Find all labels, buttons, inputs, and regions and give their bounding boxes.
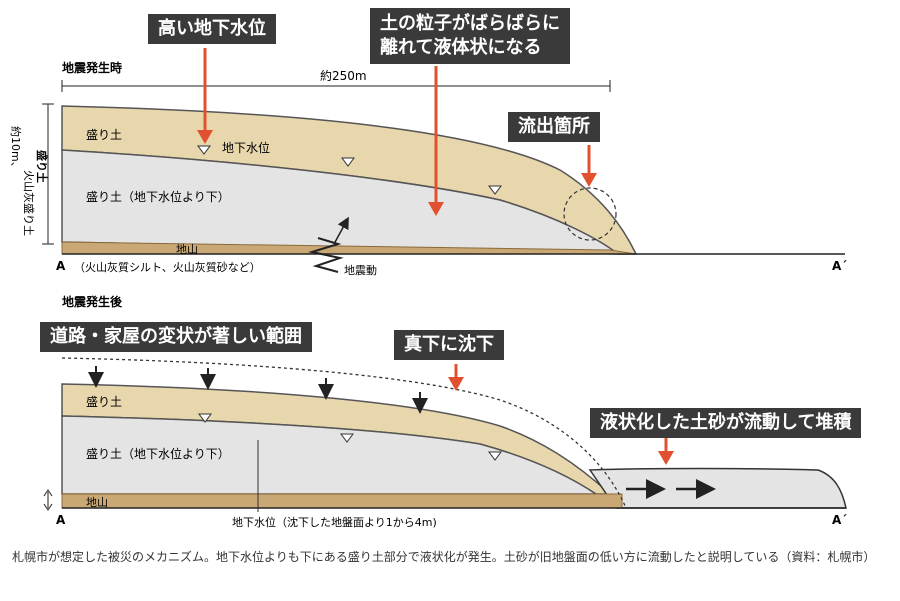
base-layer-note: （火山灰質シルト、火山灰質砂など）: [74, 260, 261, 274]
figure-caption: 札幌市が想定した被災のメカニズム。地下水位よりも下にある盛り土部分で液状化が発生…: [12, 550, 876, 564]
callout-high-groundwater: 高い地下水位: [148, 14, 276, 44]
top-lower-layer-label: 盛り土（地下水位より下）: [86, 189, 230, 204]
top-upper-layer-label: 盛り土: [86, 127, 122, 142]
callout-damage-range: 道路・家屋の変状が著しい範囲: [40, 322, 312, 352]
point-a-right: A´: [832, 513, 847, 527]
groundwater-marker: [340, 433, 354, 443]
bottom-base-ground: [61, 493, 623, 509]
bottom-diagram: 地震発生後 盛り土 盛り土（地下水位より下） 地山 地下水位（沈下した地盤面より…: [43, 294, 847, 529]
liquefaction-diagram: 地震発生時 約250m 約10m、 火山灰盛り土 盛り土 盛り土 盛り土（地下水…: [9, 48, 847, 529]
point-a-left: A: [56, 513, 66, 527]
bottom-base-layer-label: 地山: [86, 496, 108, 509]
callout-liquefaction-line1: 土の粒子がばらばらに: [380, 13, 560, 34]
top-section-label: 地震発生時: [62, 60, 122, 75]
groundwater-marker: [198, 413, 212, 423]
width-label: 約250m: [320, 68, 367, 83]
groundwater-marker: [341, 157, 355, 167]
point-a-right: A´: [832, 259, 847, 273]
bottom-lower-fill-layer: [61, 415, 599, 495]
base-layer-label: 地山: [176, 243, 198, 256]
groundwater-label: 地下水位: [222, 140, 270, 155]
groundwater-note: 地下水位（沈下した地盤面より1から4m): [232, 515, 437, 529]
quake-label: 地震動: [344, 263, 377, 277]
callout-liquefaction-line2: 離れて液体状になる: [380, 37, 542, 58]
height-vertical-label: 盛り土: [35, 150, 49, 183]
bottom-section-label: 地震発生後: [62, 294, 123, 309]
height-label: 火山灰盛り土: [22, 170, 36, 236]
bottom-upper-layer-label: 盛り土: [86, 394, 122, 409]
bottom-lower-layer-label: 盛り土（地下水位より下）: [86, 446, 230, 461]
groundwater-marker: [197, 145, 211, 155]
top-diagram: 地震発生時 約250m 約10m、 火山灰盛り土 盛り土 盛り土 盛り土（地下水…: [9, 48, 847, 277]
callout-sediment-flow: 液状化した土砂が流動して堆積: [590, 408, 862, 438]
original-surface-line: [61, 357, 627, 509]
groundwater-marker: [488, 451, 502, 461]
callout-outflow: 流出箇所: [508, 112, 600, 142]
height-label: 約10m、: [9, 126, 23, 173]
callout-liquefaction: 土の粒子がばらばらに 離れて液体状になる: [370, 8, 570, 64]
point-a-left: A: [56, 259, 66, 273]
groundwater-marker: [488, 185, 502, 195]
callout-subsidence: 真下に沈下: [394, 330, 504, 360]
outflow-circle: [563, 187, 617, 241]
